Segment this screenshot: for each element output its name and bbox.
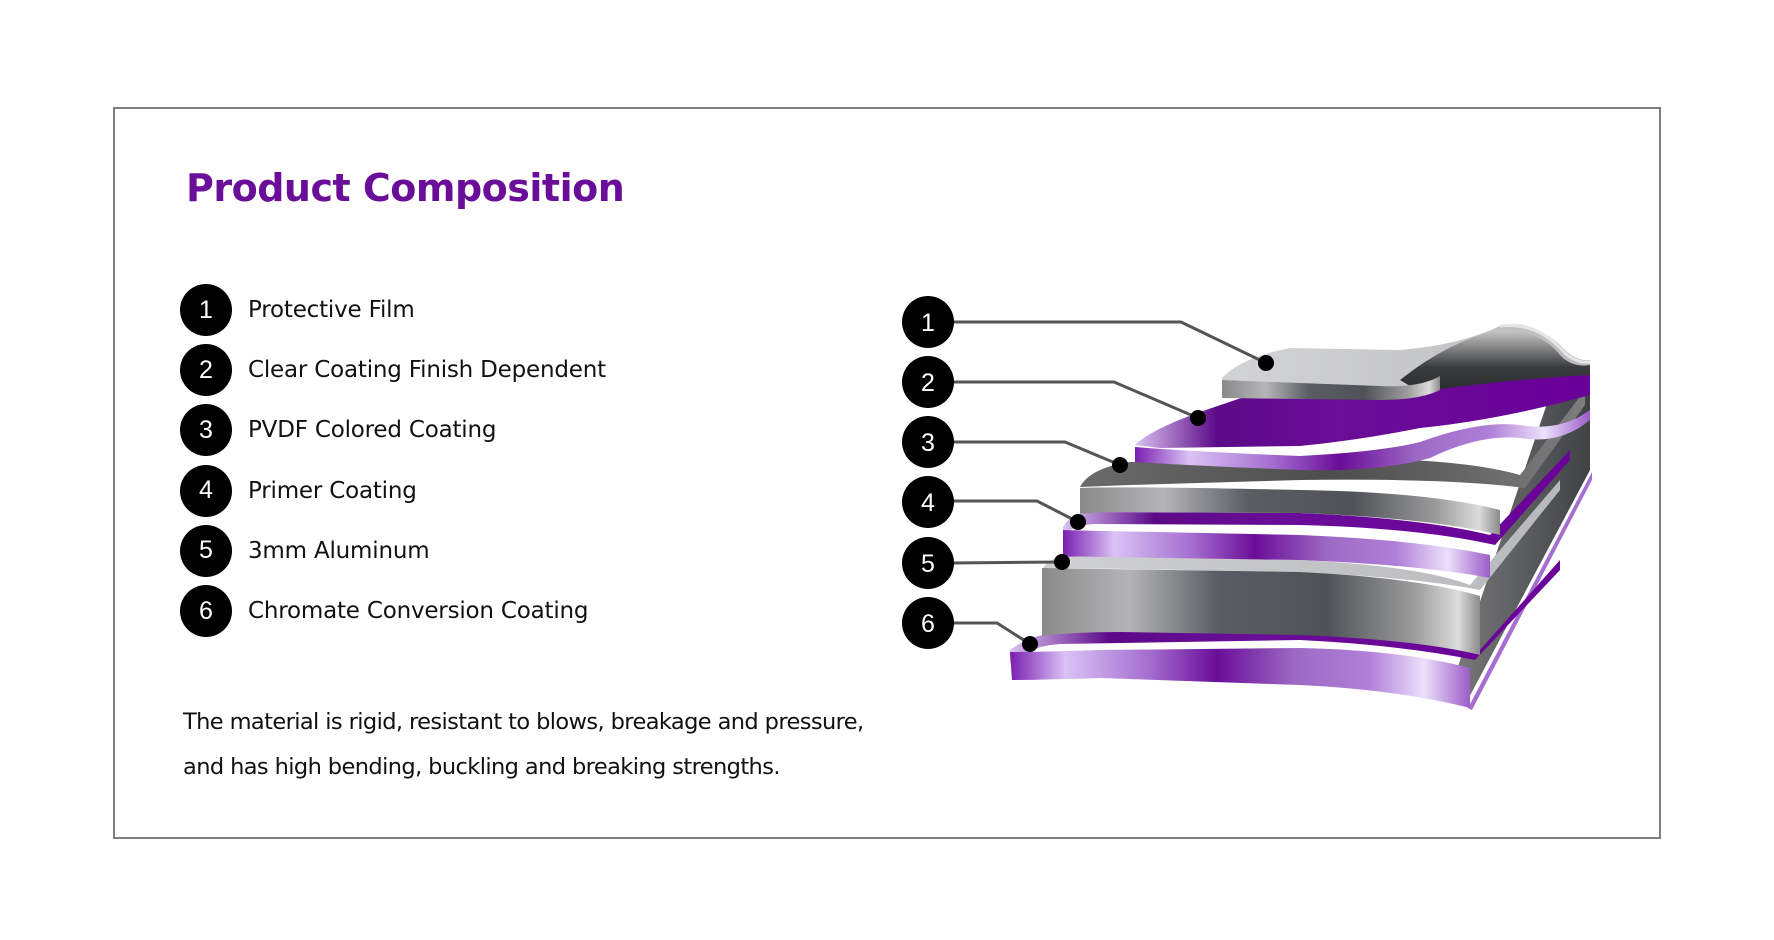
callout-number: 2 — [921, 369, 935, 397]
callout-badge-3: 3 — [902, 416, 954, 468]
callout-badge-2: 2 — [902, 356, 954, 408]
callout-badge-5: 5 — [902, 537, 954, 589]
callout-number: 4 — [921, 489, 935, 517]
layer-legend: 1 Protective Film 2 Clear Coating Finish… — [180, 280, 606, 641]
callout-badge-4: 4 — [902, 476, 954, 528]
layer-1-protective-film — [1222, 323, 1591, 400]
callout-leaders — [951, 320, 1267, 646]
legend-item: 4 Primer Coating — [180, 461, 606, 521]
callout-dot-4 — [1070, 514, 1086, 530]
page-title: Product Composition — [186, 166, 625, 210]
number-badge: 1 — [180, 284, 232, 337]
layer-2-clear-coating — [1135, 371, 1590, 471]
description-line-1: The material is rigid, resistant to blow… — [183, 709, 864, 735]
layer-6-chromate — [1010, 560, 1560, 708]
callout-number: 5 — [921, 550, 935, 578]
callout-dots — [1022, 355, 1274, 652]
legend-label: PVDF Colored Coating — [248, 417, 497, 444]
legend-item: 1 Protective Film — [180, 280, 606, 340]
callout-number: 3 — [921, 429, 935, 457]
number-badge: 4 — [180, 464, 232, 517]
callout-badge-1: 1 — [902, 296, 954, 348]
content-frame — [113, 107, 1661, 839]
callout-dot-1 — [1258, 355, 1274, 371]
material-description: The material is rigid, resistant to blow… — [183, 700, 983, 790]
layer-5-aluminum — [1042, 480, 1560, 655]
leader-line-3 — [952, 440, 1121, 467]
layer-4-primer — [1063, 450, 1570, 578]
callout-dot-5 — [1054, 554, 1070, 570]
stack-side-purple-edge — [1468, 472, 1592, 710]
callout-badges: 1 2 3 4 5 6 — [902, 296, 954, 649]
number-badge: 6 — [180, 585, 232, 638]
callout-dot-2 — [1190, 410, 1206, 426]
callout-badge-6: 6 — [902, 597, 954, 649]
number-badge: 5 — [180, 524, 232, 577]
legend-label: Protective Film — [248, 297, 415, 324]
legend-item: 2 Clear Coating Finish Dependent — [180, 340, 606, 400]
leader-line-4 — [952, 499, 1079, 524]
legend-item: 3 PVDF Colored Coating — [180, 400, 606, 460]
legend-item: 5 3mm Aluminum — [180, 521, 606, 581]
leader-line-1 — [952, 320, 1267, 365]
leader-line-5 — [951, 560, 1063, 565]
number-badge: 3 — [180, 404, 232, 457]
legend-label: Clear Coating Finish Dependent — [248, 357, 606, 384]
legend-label: Chromate Conversion Coating — [248, 598, 589, 625]
callout-number: 1 — [921, 309, 935, 337]
leader-line-6 — [952, 621, 1031, 646]
callout-dot-3 — [1112, 457, 1128, 473]
leader-line-2 — [952, 380, 1199, 420]
callout-dot-6 — [1022, 636, 1038, 652]
number-badge: 2 — [180, 344, 232, 397]
legend-label: Primer Coating — [248, 477, 417, 504]
callout-number: 6 — [921, 610, 935, 638]
legend-label: 3mm Aluminum — [248, 537, 430, 564]
legend-item: 6 Chromate Conversion Coating — [180, 581, 606, 641]
description-line-2: and has high bending, buckling and break… — [183, 754, 780, 780]
